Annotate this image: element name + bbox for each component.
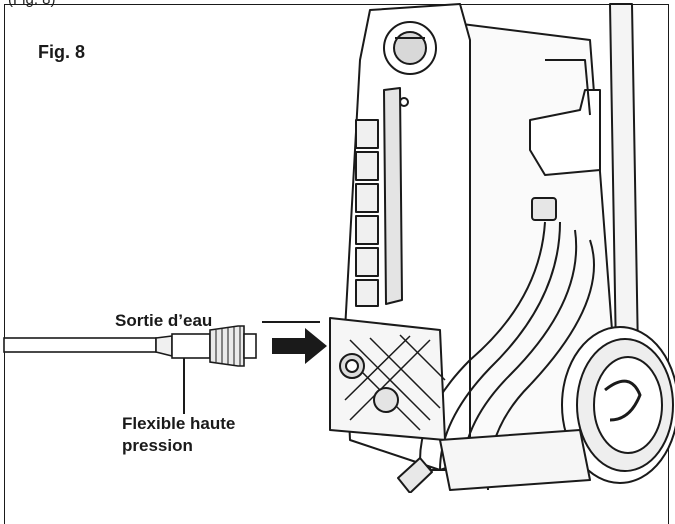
outlet-housing: [329, 317, 446, 441]
hose-callout-line2: pression: [122, 436, 193, 455]
figure-label: Fig. 8: [38, 42, 86, 62]
brand-strip: [383, 87, 403, 305]
water-outlet-callout: Sortie d’eau: [115, 311, 213, 330]
hose-hook: [529, 89, 601, 176]
direction-arrow: [272, 328, 327, 364]
pressure-washer-illustration: [3, 3, 675, 493]
rear-socket: [531, 197, 557, 221]
figure-frame: [4, 4, 669, 524]
high-pressure-hose: [3, 325, 257, 367]
spray-lance-tip: [397, 457, 433, 493]
high-pressure-hose-callout: Flexible haute pression: [122, 413, 322, 457]
hose-callout-line1: Flexible haute: [122, 414, 236, 433]
grip-ribs: [355, 119, 379, 307]
wheel: [561, 326, 675, 484]
base-foot: [439, 429, 591, 491]
